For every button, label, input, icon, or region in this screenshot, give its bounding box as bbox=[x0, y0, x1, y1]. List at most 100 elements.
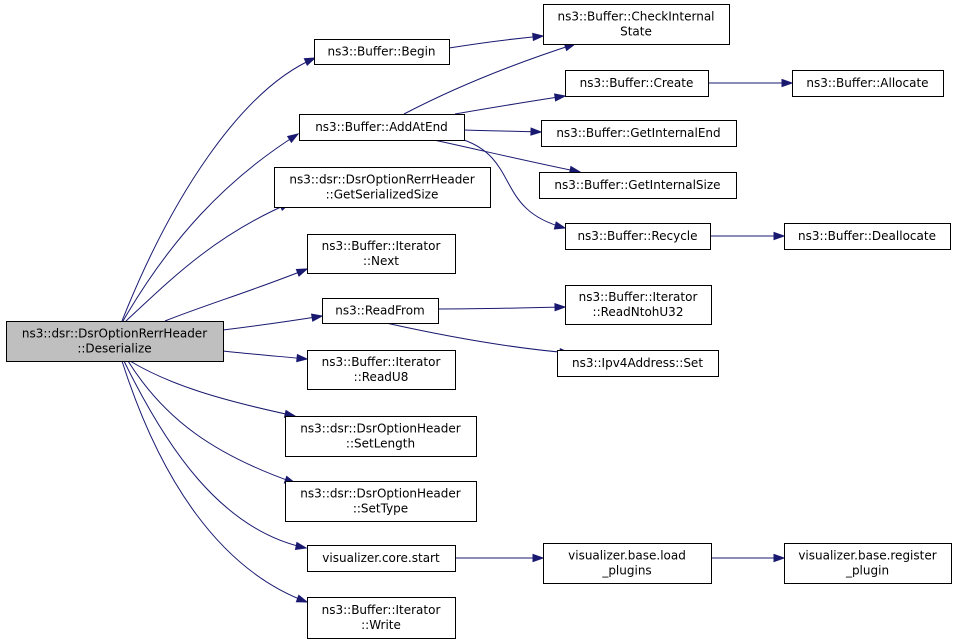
node-settype[interactable]: ns3::dsr::DsrOptionHeader::SetType bbox=[285, 481, 477, 522]
node-label-line: ns3::Buffer::Allocate bbox=[806, 76, 928, 90]
node-allocate[interactable]: ns3::Buffer::Allocate bbox=[792, 70, 944, 97]
node-begin[interactable]: ns3::Buffer::Begin bbox=[314, 39, 450, 65]
node-label-line: ns3::Buffer::GetInternalSize bbox=[554, 178, 720, 192]
edge-line bbox=[222, 315, 323, 331]
node-box bbox=[539, 172, 737, 199]
node-box bbox=[792, 70, 944, 97]
node-box bbox=[784, 223, 951, 250]
node-box bbox=[299, 114, 465, 141]
node-deallocate[interactable]: ns3::Buffer::Deallocate bbox=[784, 223, 951, 250]
edge-arrowhead bbox=[554, 303, 567, 312]
edge-arrowhead bbox=[554, 93, 567, 102]
node-core-start[interactable]: visualizer.core.start bbox=[307, 545, 456, 572]
edge-arrowhead bbox=[295, 268, 309, 277]
edge-deserialize-to-iter-write bbox=[121, 360, 309, 603]
node-label-line: _plugin bbox=[845, 564, 889, 578]
edge-arrowhead bbox=[303, 57, 317, 66]
node-box bbox=[285, 416, 477, 457]
edge-line bbox=[125, 202, 291, 322]
node-label-line: visualizer.core.start bbox=[322, 551, 440, 565]
node-box bbox=[307, 545, 456, 572]
node-label-line: ns3::Buffer::GetInternalEnd bbox=[556, 126, 720, 140]
edge-arrowhead bbox=[294, 541, 308, 550]
node-box bbox=[285, 481, 477, 522]
edge-line bbox=[433, 139, 581, 173]
node-readntohu32[interactable]: ns3::Buffer::Iterator::ReadNtohU32 bbox=[565, 285, 712, 325]
edge-arrowhead bbox=[310, 313, 324, 322]
edge-arrowhead bbox=[553, 221, 567, 230]
node-load-plugins[interactable]: visualizer.base.load_plugins bbox=[543, 543, 712, 584]
edge-deserialize-to-core-start bbox=[123, 360, 308, 550]
edge-line bbox=[127, 360, 296, 484]
edge-line bbox=[122, 133, 299, 322]
node-iter-readu8[interactable]: ns3::Buffer::Iterator::ReadU8 bbox=[307, 350, 456, 390]
node-label-line: ::Next bbox=[363, 254, 399, 268]
node-label-line: ns3::Buffer::Iterator bbox=[322, 355, 441, 369]
edge-line bbox=[121, 360, 308, 603]
node-label-line: ns3::Buffer::Recycle bbox=[577, 229, 697, 243]
edge-deserialize-to-iter-next bbox=[164, 268, 309, 322]
edge-arrowhead bbox=[773, 231, 786, 241]
edge-arrowhead bbox=[296, 353, 309, 363]
node-label-line: ::SetType bbox=[353, 502, 408, 516]
edge-line bbox=[121, 57, 316, 322]
node-readfrom[interactable]: ns3::ReadFrom bbox=[322, 298, 439, 324]
edge-line bbox=[463, 139, 566, 229]
edges-layer bbox=[121, 32, 794, 603]
node-box bbox=[557, 350, 719, 377]
node-deserialize[interactable]: ns3::dsr::DsrOptionRerrHeader::Deseriali… bbox=[6, 321, 224, 362]
edge-arrowhead bbox=[286, 133, 300, 144]
node-label-line: ns3::Buffer::CheckInternal bbox=[557, 10, 714, 24]
node-label-line: ns3::Buffer::Iterator bbox=[322, 239, 441, 253]
node-box bbox=[543, 543, 712, 584]
edge-addatend-to-getinternalend bbox=[463, 127, 543, 136]
node-label-line: ::GetSerializedSize bbox=[326, 188, 439, 202]
edge-line bbox=[437, 306, 566, 310]
edge-line bbox=[164, 268, 308, 322]
edge-line bbox=[385, 322, 571, 354]
edge-line bbox=[463, 129, 542, 133]
edge-line bbox=[454, 95, 566, 115]
edge-arrowhead bbox=[532, 553, 545, 563]
node-getinternalsize[interactable]: ns3::Buffer::GetInternalSize bbox=[539, 172, 737, 199]
node-label-line: visualizer.base.load bbox=[568, 549, 686, 563]
node-label-line: ::Write bbox=[361, 618, 401, 632]
node-label-line: ns3::Buffer::Begin bbox=[327, 45, 435, 59]
node-getserializedsize[interactable]: ns3::dsr::DsrOptionRerrHeader::GetSerial… bbox=[274, 167, 491, 208]
node-label-line: ns3::Buffer::Create bbox=[580, 76, 694, 90]
node-box bbox=[565, 223, 711, 250]
edge-arrowhead bbox=[530, 127, 543, 136]
node-box bbox=[307, 597, 456, 639]
node-ipv4-set[interactable]: ns3::Ipv4Address::Set bbox=[557, 350, 719, 377]
node-label-line: State bbox=[620, 25, 652, 39]
node-iter-next[interactable]: ns3::Buffer::Iterator::Next bbox=[307, 234, 456, 274]
node-box bbox=[784, 543, 952, 584]
edge-create-to-allocate bbox=[708, 78, 794, 88]
edge-line bbox=[123, 360, 307, 549]
node-box bbox=[314, 39, 450, 65]
edge-deserialize-to-iter-readu8 bbox=[222, 350, 309, 363]
node-label-line: ns3::dsr::DsrOptionRerrHeader bbox=[22, 327, 207, 341]
node-box bbox=[274, 167, 491, 208]
node-addatend[interactable]: ns3::Buffer::AddAtEnd bbox=[299, 114, 465, 141]
node-setlength[interactable]: ns3::dsr::DsrOptionHeader::SetLength bbox=[285, 416, 477, 457]
node-register-plugin[interactable]: visualizer.base.register_plugin bbox=[784, 543, 952, 584]
node-recycle[interactable]: ns3::Buffer::Recycle bbox=[565, 223, 711, 250]
node-label-line: ns3::Ipv4Address::Set bbox=[572, 356, 703, 370]
node-label-line: ns3::dsr::DsrOptionRerrHeader bbox=[289, 173, 474, 187]
node-label-line: visualizer.base.register bbox=[798, 549, 936, 563]
node-getinternalend[interactable]: ns3::Buffer::GetInternalEnd bbox=[541, 120, 737, 147]
node-label-line: _plugins bbox=[601, 564, 651, 578]
node-label-line: ns3::dsr::DsrOptionHeader bbox=[300, 487, 460, 501]
node-create[interactable]: ns3::Buffer::Create bbox=[565, 70, 709, 97]
edge-arrowhead bbox=[781, 78, 794, 88]
edge-arrowhead bbox=[295, 594, 309, 603]
edge-line bbox=[403, 43, 576, 115]
edge-line bbox=[222, 350, 308, 360]
node-label-line: ns3::ReadFrom bbox=[335, 304, 424, 318]
edge-load-plugins-to-register-plugin bbox=[711, 553, 786, 563]
node-label-line: ::ReadU8 bbox=[354, 370, 409, 384]
node-iter-write[interactable]: ns3::Buffer::Iterator::Write bbox=[307, 597, 456, 639]
